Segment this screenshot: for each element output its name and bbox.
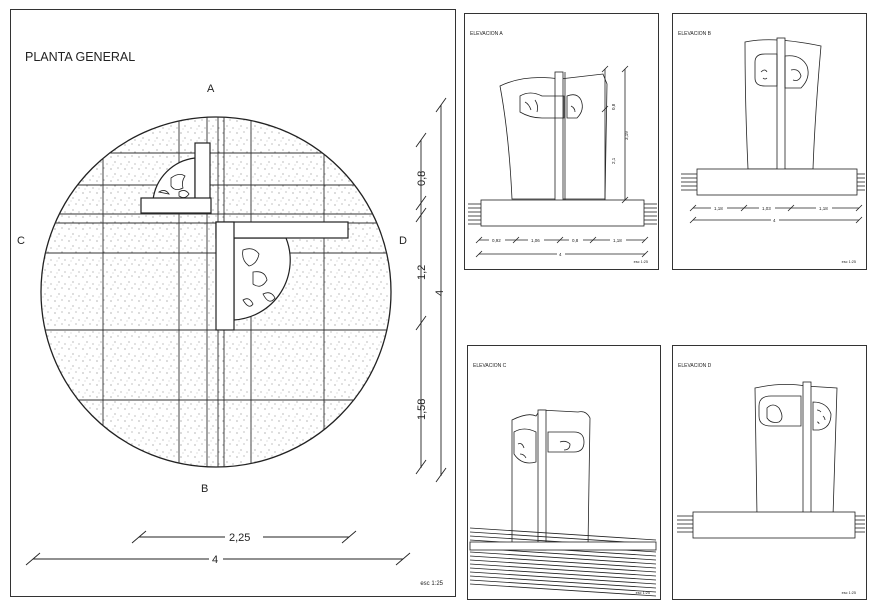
plan-drawing: A B C D 0,8 1,2 1,58 4 <box>17 83 447 566</box>
dim-vert-top: 0,8 <box>416 171 428 186</box>
compass-d: D <box>399 235 407 247</box>
dim-vert-bottom: 1,58 <box>416 399 428 420</box>
elevation-a-title: ELEVACION A <box>470 31 503 37</box>
compass-a: A <box>207 83 215 95</box>
elevation-d-sheet: ELEVACION D esc 1:25 <box>672 345 867 600</box>
plan-title: PLANTA GENERAL <box>25 50 136 64</box>
elev-a-dim-total: 4 <box>559 252 562 257</box>
elevation-c-drawing <box>469 409 657 597</box>
elev-a-vdim-1: 3,19 <box>624 131 629 140</box>
elevation-a-drawing: 0,92 1,06 0,8 1,18 4 0,8 3,19 2,1 <box>468 65 657 258</box>
dim-horiz-inner: 2,25 <box>229 532 250 544</box>
elevation-c-title: ELEVACION C <box>473 363 507 369</box>
monument-plan <box>140 142 349 331</box>
elev-b-dim-1: 1,03 <box>762 206 771 211</box>
dim-vert-total: 4 <box>434 290 446 296</box>
dim-vert-mid: 1,2 <box>416 265 428 280</box>
vertical-dimensions <box>415 97 447 483</box>
elev-a-dim-3: 1,18 <box>613 238 622 243</box>
compass-c: C <box>17 235 25 247</box>
elevation-c-sheet: ELEVACION C esc 1:25 <box>467 345 661 600</box>
elev-a-vdim-2: 2,1 <box>611 157 616 164</box>
elevation-a-sheet: ELEVACION A esc 1:25 <box>464 13 659 270</box>
elev-b-dim-total: 4 <box>773 218 776 223</box>
elevation-b-drawing: 1,18 1,03 1,18 4 <box>681 37 865 224</box>
compass-b: B <box>201 483 208 495</box>
elevation-d-scale: esc 1:25 <box>841 591 856 595</box>
elev-a-dim-0: 0,92 <box>492 238 501 243</box>
elev-b-dim-0: 1,18 <box>714 206 723 211</box>
elev-b-dim-2: 1,18 <box>819 206 828 211</box>
elev-a-dim-1: 1,06 <box>531 238 540 243</box>
plan-sheet: PLANTA GENERAL esc 1:25 <box>10 9 456 597</box>
elevation-c-scale: esc 1:25 <box>635 591 650 595</box>
elev-a-vdim-0: 0,8 <box>611 103 616 110</box>
elev-a-dim-2: 0,8 <box>572 238 579 243</box>
plan-scale-note: esc 1:25 <box>420 581 443 587</box>
elevation-a-scale: esc 1:25 <box>633 260 648 264</box>
elevation-b-title: ELEVACION B <box>678 31 711 37</box>
elevation-b-sheet: ELEVACION B esc 1:25 1,18 1,03 1,18 <box>672 13 867 270</box>
elevation-d-drawing <box>677 381 865 539</box>
dim-horiz-total: 4 <box>212 554 218 566</box>
elevation-b-scale: esc 1:25 <box>841 260 856 264</box>
elevation-d-title: ELEVACION D <box>678 363 712 369</box>
